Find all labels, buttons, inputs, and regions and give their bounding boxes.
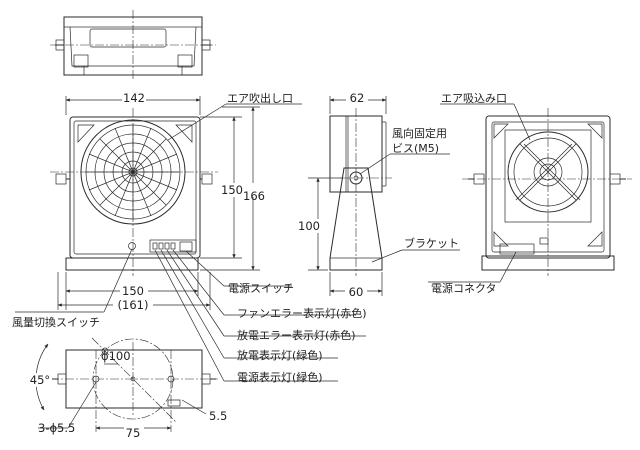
label-power-connector: 電源コネクタ: [431, 281, 497, 295]
dim-front-width: 142: [123, 91, 145, 105]
side-callouts: 風向固定用 ビス(M5) ブラケット: [359, 126, 460, 263]
label-airflow-switch: 風量切換スイッチ: [12, 316, 100, 329]
dim-side-depth: 62: [350, 91, 365, 105]
top-view: [50, 10, 216, 80]
label-fixing-screw-line2: ビス(M5): [392, 142, 439, 155]
dim-hole-pitch: 75: [126, 426, 141, 440]
front-callouts: エア吹出し口 風量切換スイッチ 電源スイッチ ファンエラー表示灯(赤色) 放電エ…: [12, 91, 367, 384]
dim-base-width: 150: [122, 284, 144, 298]
label-discharge-lamp: 放電表示灯(緑色): [237, 348, 323, 362]
label-discharge-error-lamp: 放電エラー表示灯(赤色): [237, 328, 356, 342]
dim-front-height-outer: 166: [243, 189, 265, 203]
label-power-switch: 電源スイッチ: [228, 281, 294, 295]
bottom-dimensions: ϕ100 45° 3-ϕ5.5 75 5.5: [26, 343, 227, 440]
front-dimensions: 142 150 166 150 (161): [57, 91, 265, 312]
airflow-switch-knob: [128, 242, 136, 250]
front-housing: [69, 116, 201, 259]
label-fixing-screw-line1: 風向固定用: [392, 126, 447, 140]
rear-view: [462, 108, 632, 276]
label-air-inlet: エア吸込み口: [441, 92, 507, 105]
dim-slot: 5.5: [209, 409, 227, 423]
label-bracket: ブラケット: [404, 236, 459, 250]
label-air-outlet: エア吹出し口: [227, 91, 293, 105]
dim-side-height: 100: [298, 219, 320, 233]
dim-angle: 45°: [30, 373, 50, 387]
dim-side-base: 60: [349, 285, 364, 299]
label-power-lamp: 電源表示灯(緑色): [237, 370, 323, 384]
dim-holes: 3-ϕ5.5: [38, 421, 75, 435]
front-base: [65, 257, 199, 271]
bottom-view: [50, 337, 218, 432]
rear-callouts: エア吸込み口 電源コネクタ: [428, 92, 531, 295]
side-view: [329, 108, 392, 276]
power-connector: [499, 243, 535, 255]
label-fan-error-lamp: ファンエラー表示灯(赤色): [237, 306, 367, 320]
front-view: [50, 108, 218, 276]
side-dimensions: 62 100 60: [296, 91, 387, 299]
dim-hole-circle: ϕ100: [101, 349, 131, 363]
dim-front-height-inner: 150: [221, 183, 243, 197]
dim-base-width-total: (161): [118, 298, 149, 312]
